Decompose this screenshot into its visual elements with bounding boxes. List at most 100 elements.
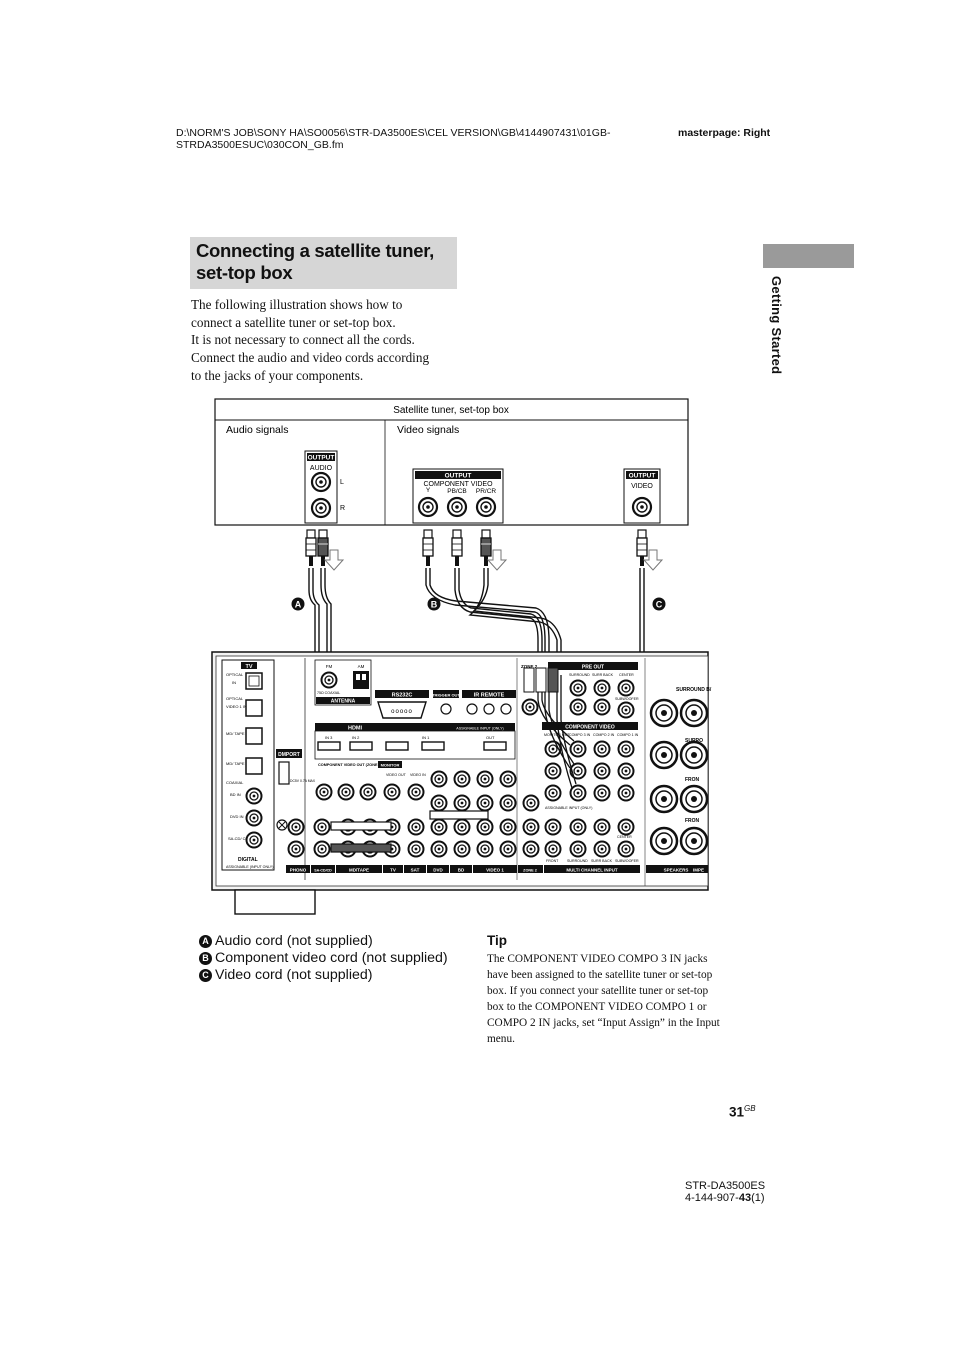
audio-signals-label: Audio signals — [226, 424, 288, 436]
marker-b-badge: B — [199, 952, 212, 965]
trigger-out-label: TRIGGER OUT — [432, 693, 460, 698]
audio-out-left-jack — [310, 471, 332, 493]
rs232c-label: RS232C — [392, 693, 413, 699]
svg-text:ooooo: ooooo — [391, 709, 413, 715]
hdmi-in1-label: IN 1 — [422, 735, 430, 740]
page-number-value: 31 — [729, 1104, 745, 1120]
monitor-video-out-jack — [383, 783, 401, 801]
section-title-line-2: set-top box — [196, 262, 293, 283]
y-label: Y — [426, 487, 431, 494]
model-code: STR-DA3500ES 4-144-907-43(1) — [685, 1180, 765, 1204]
tv-label: TV — [245, 664, 252, 670]
compo3-in-label: COMPO 3 IN — [569, 733, 591, 737]
bd-label: BD — [458, 868, 465, 873]
center-pre-label: CENTER — [619, 673, 634, 677]
component-plug-y — [422, 529, 434, 567]
monitor-video-out-label: VIDEO OUT — [386, 773, 407, 777]
multi-channel-input-label: MULTI CHANNEL INPUT — [566, 868, 618, 873]
sa-cd-in-label: SA-CD/ CD IN — [228, 836, 254, 841]
digital-assignable-label: ASSIGNABLE (INPUT ONLY) — [226, 865, 273, 869]
monitor-label: MONITOR — [381, 763, 400, 768]
surround-pre-label: SURROUND — [569, 673, 590, 677]
component-pr-jack — [475, 496, 497, 518]
hdmi-in2-label: IN 2 — [352, 735, 360, 740]
component-video-label: COMPONENT VIDEO — [423, 481, 493, 488]
tip-line: The COMPONENT VIDEO COMPO 3 IN jacks — [487, 953, 708, 965]
intro-line: Connect the audio and video cords accord… — [191, 350, 430, 366]
masterpage-label: masterpage: Right — [678, 127, 771, 139]
zone2-pre-label: ZONE 2 — [521, 664, 538, 669]
video-in-label: VIDEO IN — [410, 773, 426, 777]
component-output-label: OUTPUT — [445, 473, 472, 480]
coaxial-dvd-jack — [245, 809, 263, 827]
speaker-terminals — [649, 698, 709, 856]
md-tape-label: MD/TAPE — [349, 868, 369, 873]
hdmi-assignable-label: ASSIGNABLE INPUT (ONLY) — [456, 727, 503, 731]
tip-line: box. If you connect your satellite tuner… — [487, 985, 709, 997]
marker-b — [427, 597, 441, 611]
antenna-label: ANTENNA — [331, 699, 356, 705]
dvd-label: DVD — [433, 868, 443, 873]
pr-cr-label: PR/CR — [476, 488, 497, 495]
tip-body: The COMPONENT VIDEO COMPO 3 IN jacks hav… — [487, 951, 755, 1047]
right-channel-label: R — [340, 505, 345, 512]
audio-out-right-jack — [310, 497, 332, 519]
bd-in-label: BD IN — [230, 792, 241, 797]
video1-optical-label: VIDEO 1 IN — [226, 704, 247, 709]
file-path-line-2: STRDA3500ESUC\030CON_GB.fm — [176, 139, 344, 151]
mch-subwoofer-label: SUBWOOFER — [615, 859, 639, 863]
pre-out-label: PRE OUT — [582, 665, 604, 671]
page-number: 31GB — [729, 1104, 756, 1120]
sat-label: SAT — [411, 868, 420, 873]
zone2-pb-jack — [337, 783, 355, 801]
section-title: Connecting a satellite tuner, set-top bo… — [190, 237, 457, 284]
marker-a-badge: A — [199, 935, 212, 948]
hdmi-label: HDMI — [348, 726, 363, 732]
part-number-bold: 43 — [738, 1192, 752, 1204]
audio-plug-left — [305, 529, 317, 567]
marker-c-badge: C — [199, 969, 212, 982]
cord-legend: A Audio cord (not supplied) B Component … — [199, 933, 448, 984]
fm-antenna-jack — [320, 671, 338, 689]
audio-output-label: OUTPUT — [308, 455, 335, 462]
coaxial-sacd-jack — [245, 831, 263, 849]
intro-line: to the jacks of your components. — [191, 367, 364, 383]
mch-front-label: FRONT — [546, 859, 559, 863]
compo2-in-label: COMPO 2 IN — [593, 733, 615, 737]
surr-back-pre-label: SURR BACK — [592, 673, 614, 677]
ir-remote-label: IR REMOTE — [474, 693, 505, 699]
video-signals-label: Video signals — [397, 424, 459, 436]
optical-label: OPTICAL — [226, 672, 244, 677]
marker-a-label: A — [295, 600, 302, 610]
video-output-label: OUTPUT — [629, 473, 656, 480]
component-y-jack — [417, 496, 439, 518]
tip-line: menu. — [487, 1033, 515, 1045]
md-tape-out-label: MD/ TAPE OUT — [226, 761, 255, 766]
dmport-label: DMPORT — [278, 752, 300, 758]
section-title-line-1: Connecting a satellite tuner, — [196, 240, 435, 261]
legend-item-c: C Video cord (not supplied) — [199, 967, 448, 984]
marker-b-label: B — [431, 600, 438, 610]
tip-line: have been assigned to the satellite tune… — [487, 969, 713, 981]
marker-a — [291, 597, 305, 611]
phono-label: PHONO — [290, 868, 307, 873]
fm-label: FM — [326, 664, 333, 669]
dc5v-label: DC5V 0.7A MAX — [290, 779, 316, 783]
component-out-zone2-label: COMPONENT VIDEO OUT (ZONE 2) — [318, 763, 383, 767]
left-channel-label: L — [340, 479, 344, 486]
zone2-y-jack — [315, 783, 333, 801]
digital-label: DIGITAL — [238, 857, 258, 863]
intro-line: connect a satellite tuner or set-top box… — [191, 314, 396, 330]
sa-cd-cd-label: SA-CD/CD — [314, 869, 332, 873]
pb-cb-label: PB/CB — [447, 488, 467, 495]
hdmi-in3-label: IN 3 — [325, 735, 333, 740]
front-a-label: FRON — [685, 818, 700, 824]
part-number-prefix: 4-144-907- — [685, 1192, 739, 1204]
audio-label: AUDIO — [310, 465, 333, 472]
front-b-label: FRON — [685, 777, 700, 783]
tip-line: COMPO 2 IN jacks, set “Input Assign” in … — [487, 1017, 720, 1029]
file-path: D:\NORM'S JOB\SONY HA\SO0056\STR-DA3500E… — [176, 127, 646, 151]
impedance-label: IMPE — [693, 868, 704, 873]
zone2-pr-jack — [359, 783, 377, 801]
mch-center-label: CENTER — [617, 835, 632, 839]
